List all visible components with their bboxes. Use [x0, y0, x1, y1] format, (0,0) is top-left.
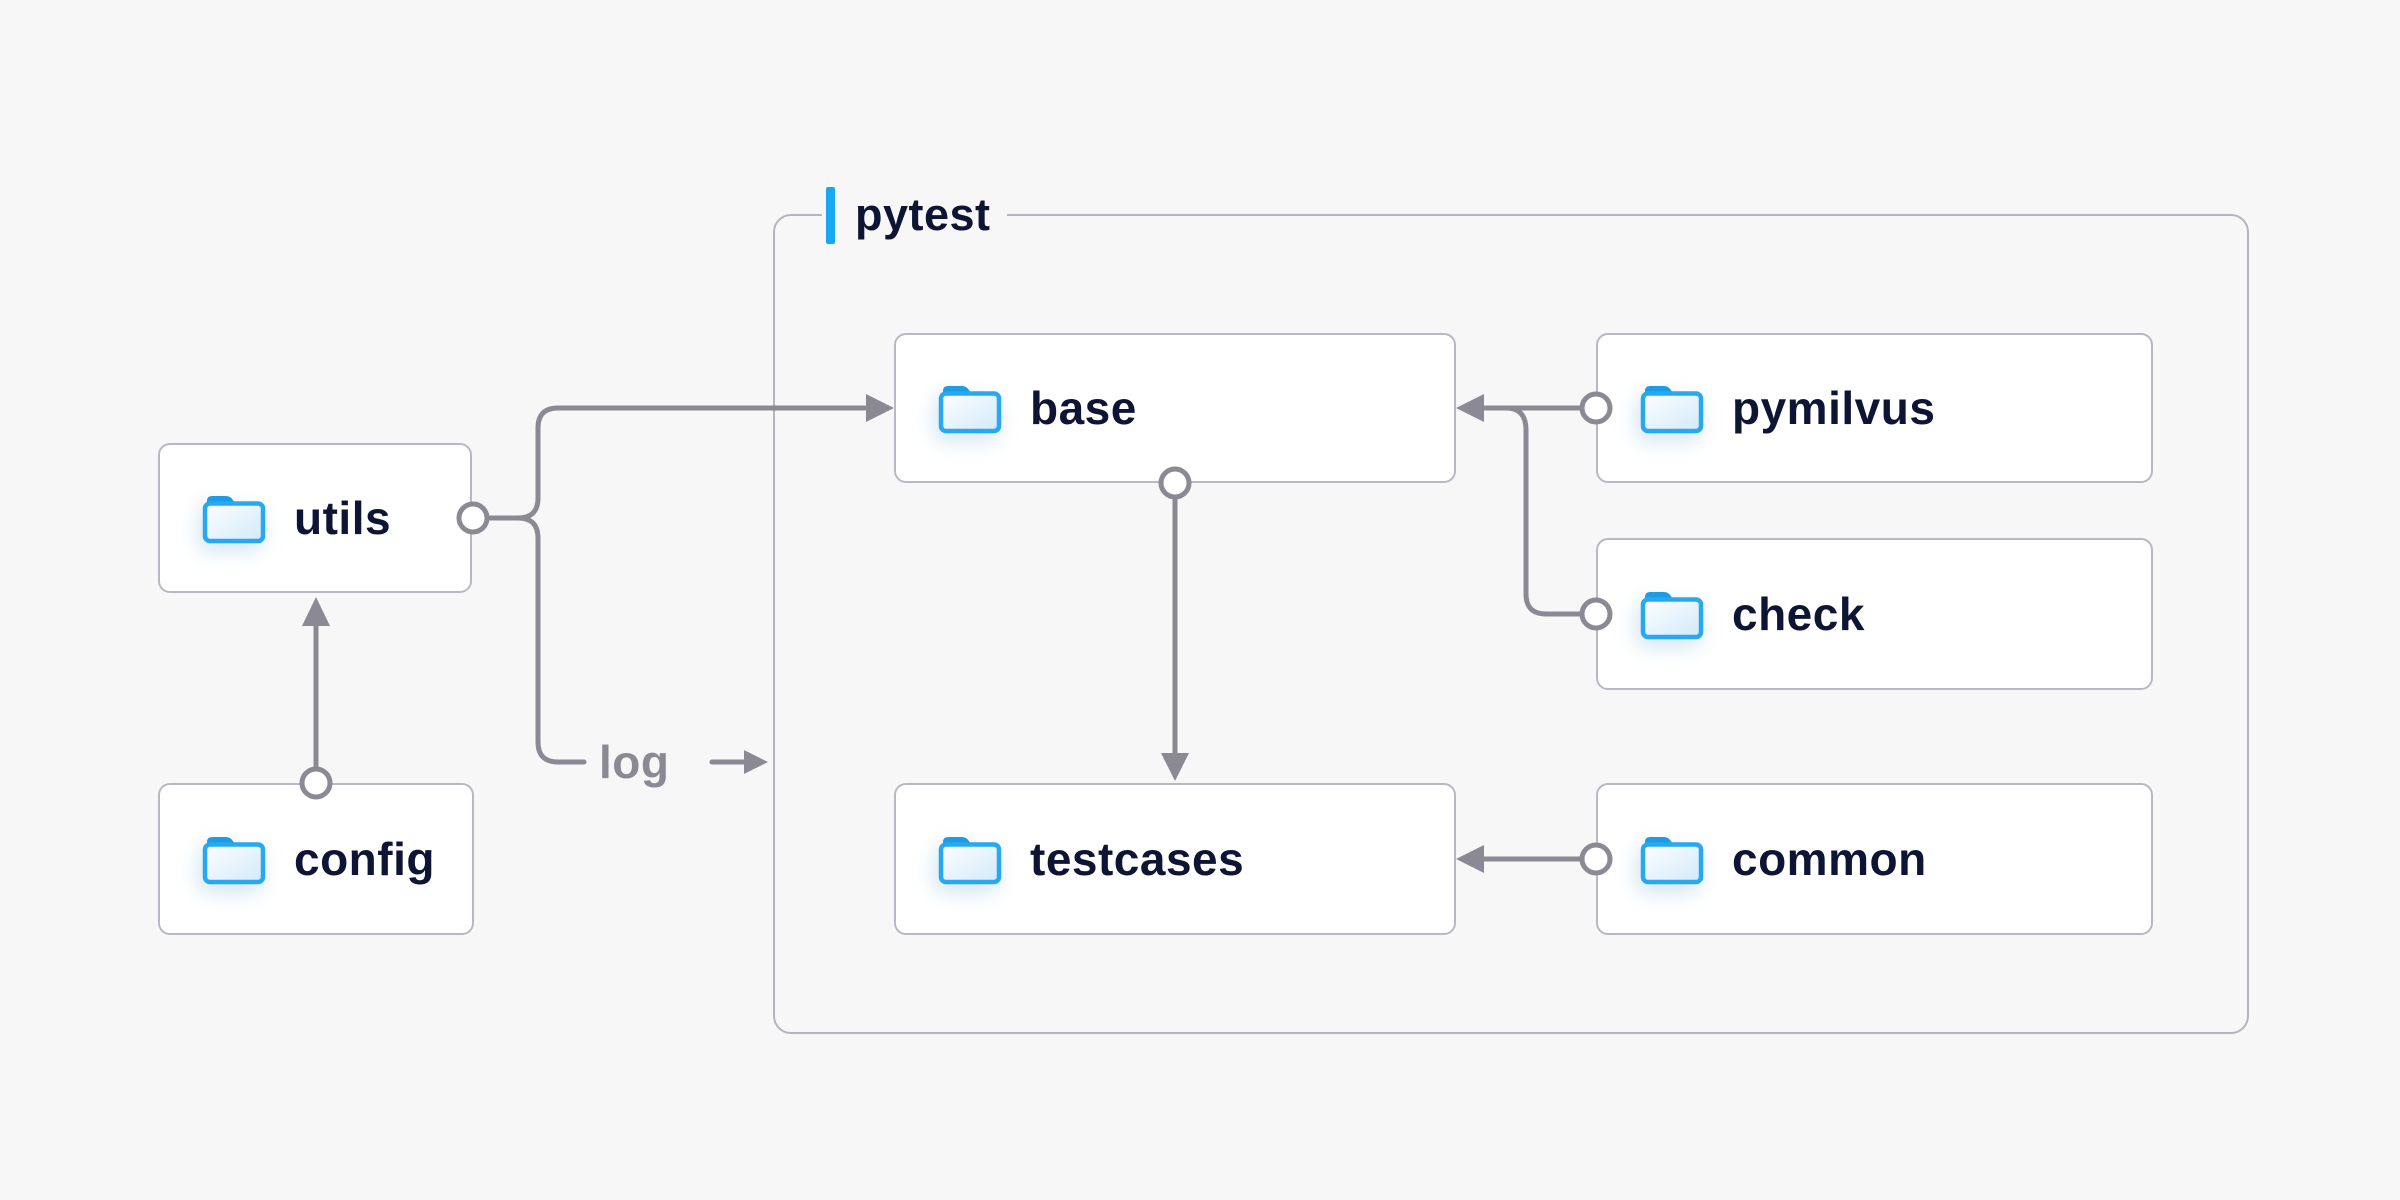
- node-label: testcases: [1030, 833, 1245, 885]
- node-label: check: [1732, 588, 1865, 640]
- node-label: pymilvus: [1732, 382, 1936, 434]
- folder-icon: [938, 386, 1002, 434]
- group-title: pytest: [855, 189, 991, 240]
- folder-icon: [202, 837, 266, 885]
- node-label: config: [294, 833, 435, 885]
- node-base: base: [894, 333, 1456, 483]
- folder-icon: [1640, 837, 1704, 885]
- folder-icon: [202, 496, 266, 544]
- node-check: check: [1596, 538, 2153, 690]
- folder-icon: [938, 837, 1002, 885]
- edge-label-log: log: [599, 736, 670, 788]
- node-config: config: [158, 783, 474, 935]
- node-label: utils: [294, 492, 392, 544]
- pytest-group-label: pytest: [822, 185, 1007, 245]
- node-testcases: testcases: [894, 783, 1456, 935]
- node-utils: utils: [158, 443, 472, 593]
- edge-config-to-utils: [299, 597, 333, 800]
- folder-icon: [1640, 592, 1704, 640]
- node-common: common: [1596, 783, 2153, 935]
- node-label: common: [1732, 833, 1927, 885]
- folder-icon: [1640, 386, 1704, 434]
- accent-bar: [826, 186, 835, 244]
- pytest-group-container: [773, 214, 2249, 1034]
- node-pymilvus: pymilvus: [1596, 333, 2153, 483]
- node-label: base: [1030, 382, 1137, 434]
